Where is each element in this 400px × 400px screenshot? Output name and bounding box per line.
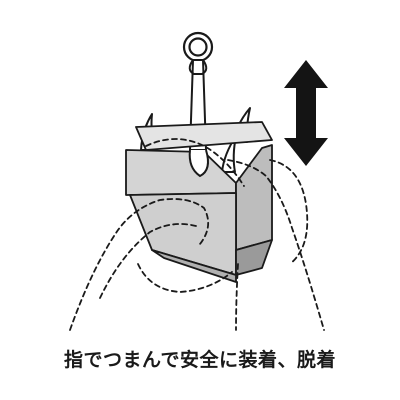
caption-text: 指でつまんで安全に装着、脱着 (63, 349, 337, 371)
hook-clip-illustration (69, 31, 328, 331)
double-vertical-arrow-icon (284, 60, 328, 166)
hook-shank-front (188, 149, 209, 178)
finger-outline-dashed (69, 138, 325, 331)
hook-eye-ring (182, 31, 214, 63)
